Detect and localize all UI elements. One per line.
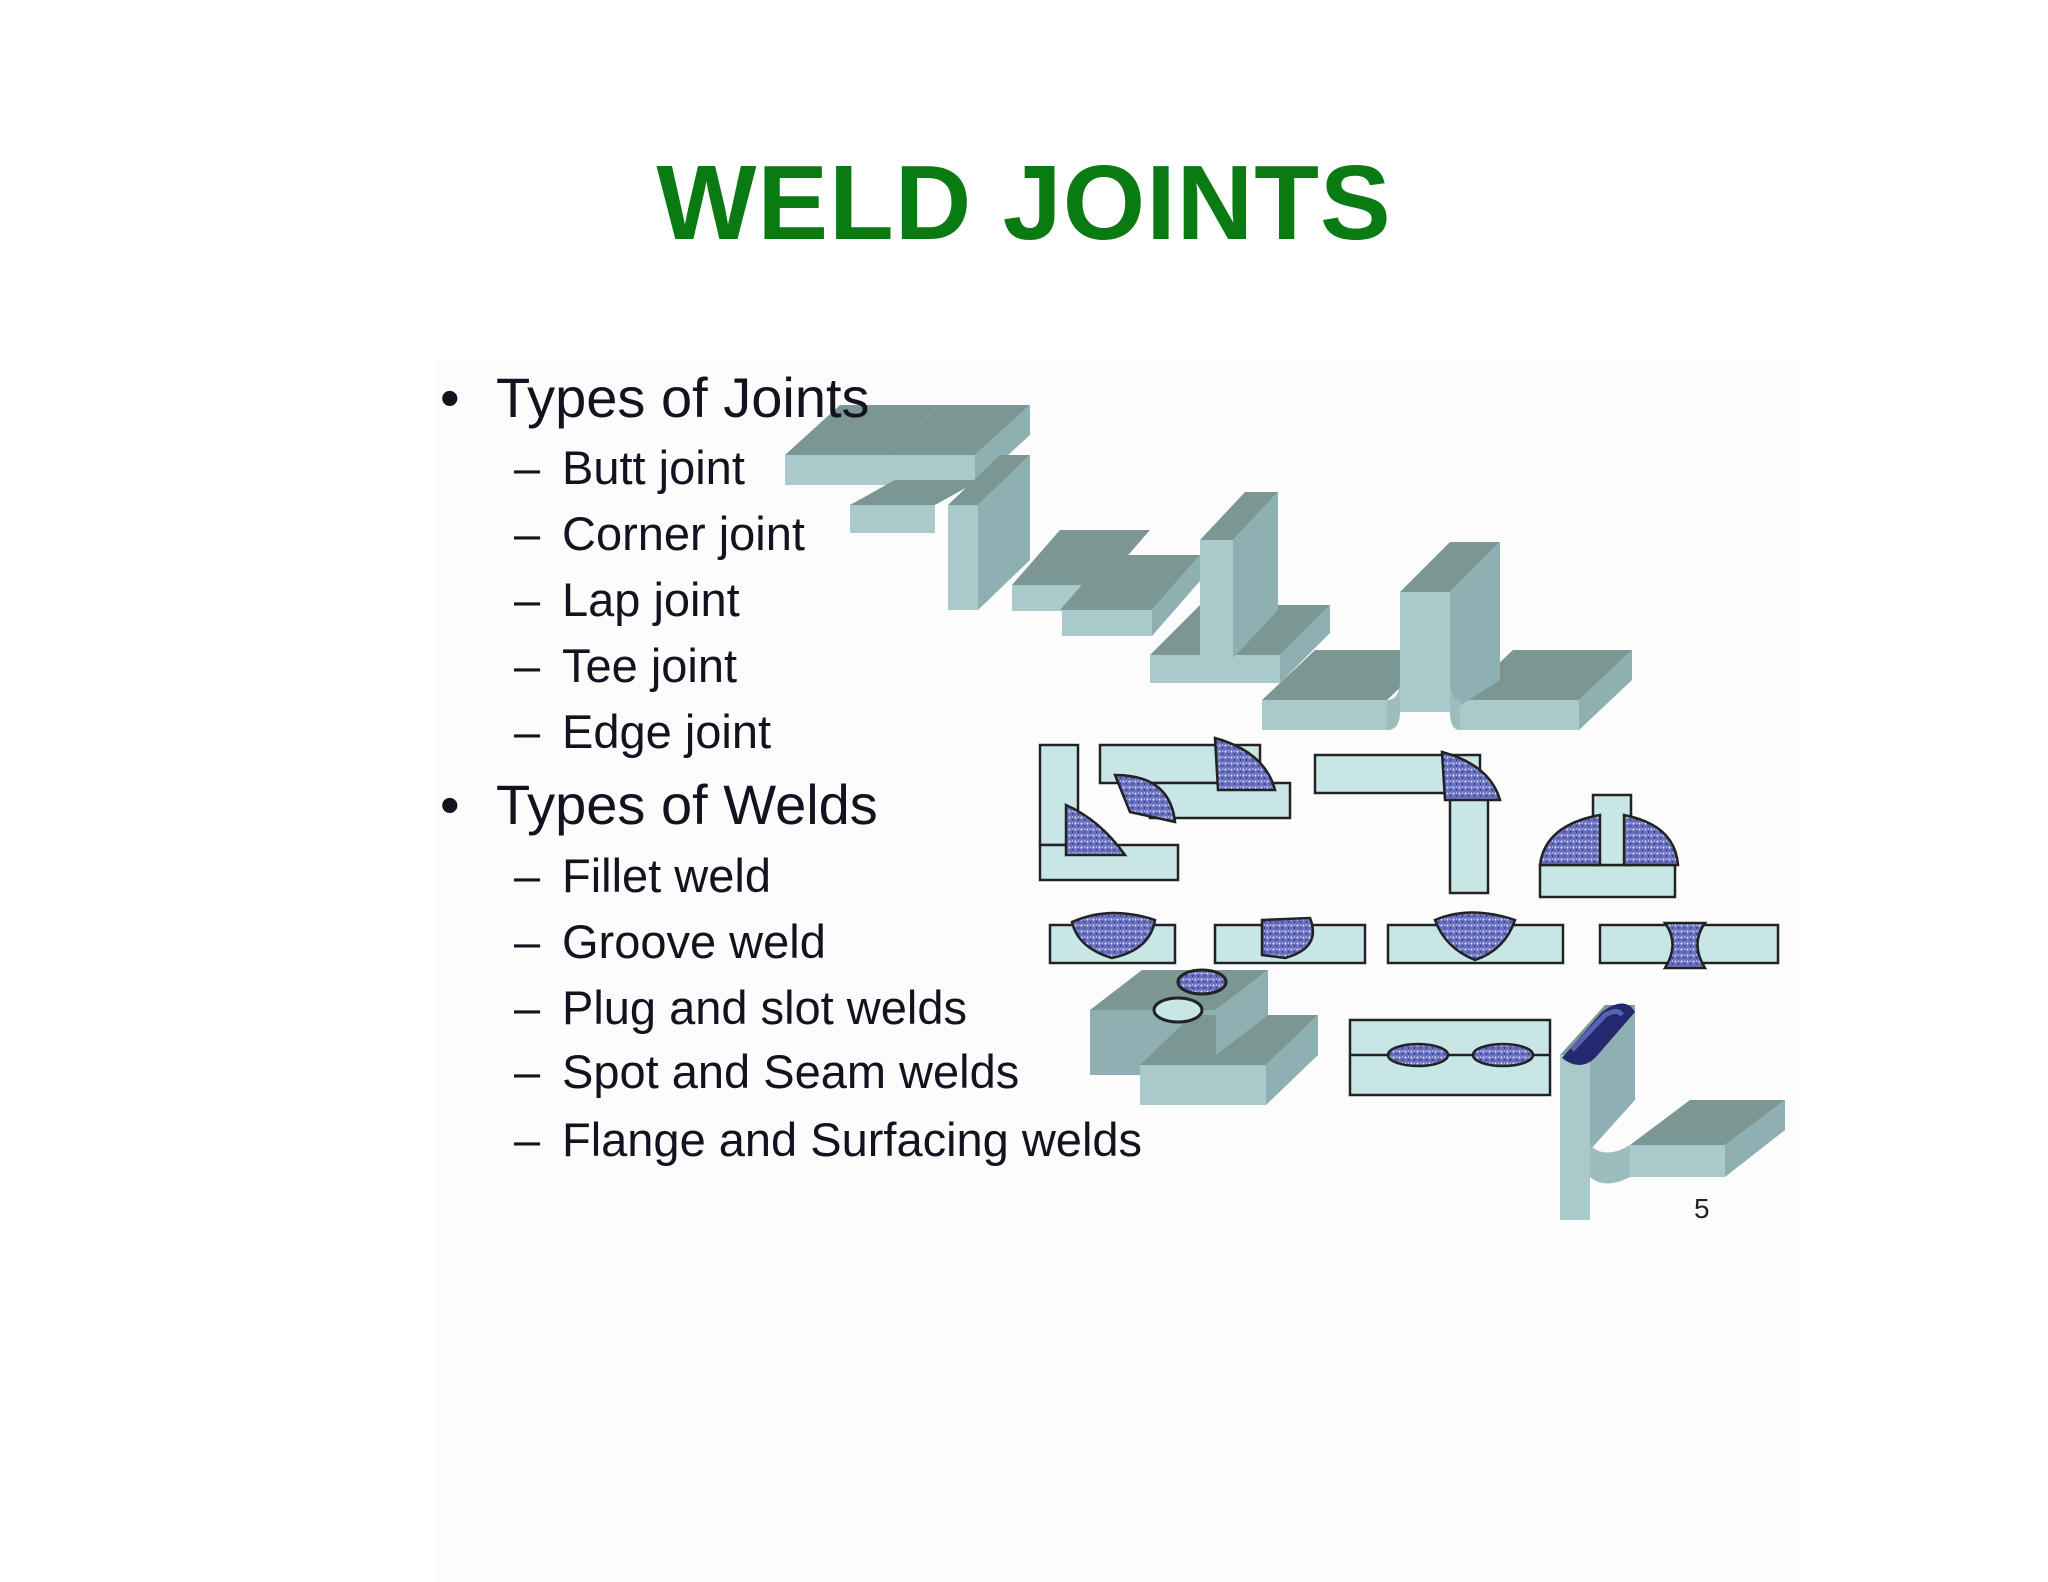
edge-joint-icon (1262, 542, 1632, 730)
flange-weld-icon (1560, 1003, 1785, 1220)
groove-weld-icon (1048, 911, 1780, 970)
seam-weld-icon (1348, 1018, 1552, 1097)
fillet-weld-icon (1038, 736, 1680, 899)
plug-weld-icon (1090, 968, 1318, 1105)
butt-joint-icon (785, 405, 1030, 485)
lap-joint-icon (1012, 530, 1200, 636)
tee-joint-icon (1150, 492, 1330, 683)
slide-title: WELD JOINTS (656, 144, 1392, 262)
corner-joint-icon (850, 455, 1030, 610)
page-number: 5 (1694, 1193, 1710, 1224)
bullet-dot: • (440, 366, 460, 429)
bullet-dot: • (440, 773, 460, 836)
